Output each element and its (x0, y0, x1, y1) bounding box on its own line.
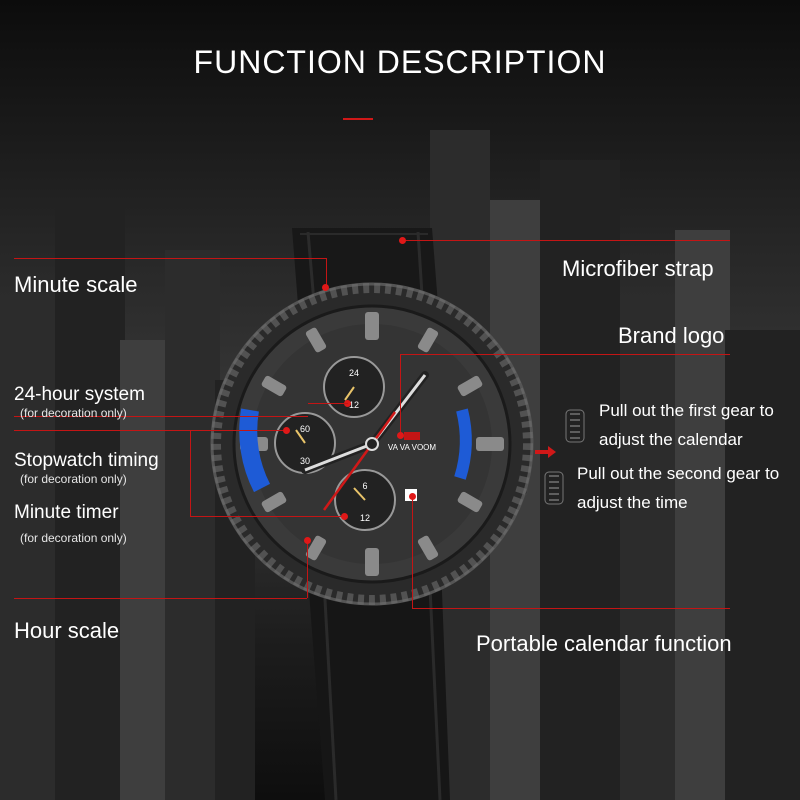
leader-brand-logo-dot (397, 432, 404, 439)
leader-calendar-v (412, 496, 413, 608)
label-minute-timer-note: (for decoration only) (20, 531, 127, 545)
label-24hour-note: (for decoration only) (20, 406, 127, 420)
subdial-left-num-2: 30 (300, 456, 310, 466)
title-underline (343, 118, 373, 120)
label-hour-scale: Hour scale (14, 618, 120, 643)
brand-logo-text: VA VA VOOM (388, 443, 437, 452)
subdial-bottom-num-2: 12 (360, 513, 370, 523)
leader-24hour-ext (308, 403, 348, 404)
leader-minute-timer-dot (341, 513, 348, 520)
gear-first-illustration (565, 409, 585, 443)
label-stopwatch-note: (for decoration only) (20, 472, 127, 486)
blue-ring-left (239, 408, 271, 493)
label-minute-scale: Minute scale (14, 272, 138, 297)
page-title: FUNCTION DESCRIPTION (193, 44, 607, 80)
label-gear2-line2: adjust the time (577, 493, 688, 512)
leader-hour-scale-dot (304, 537, 311, 544)
subdial-bottom-num-1: 6 (362, 481, 367, 491)
leader-strap (402, 240, 730, 241)
label-microfiber-strap: Microfiber strap (562, 256, 714, 281)
leader-hour-scale-v (307, 540, 308, 598)
label-minute-timer: Minute timer (14, 502, 119, 523)
label-24hour-system: 24-hour system (14, 384, 145, 405)
leader-minute-timer (190, 516, 344, 517)
subdial-left-num-1: 60 (300, 424, 310, 434)
label-brand-logo: Brand logo (618, 323, 725, 348)
strap-bottom (305, 540, 450, 800)
leader-minute-scale-h (14, 258, 326, 259)
gear-second-illustration (544, 471, 564, 505)
subdial-top-num-1: 24 (349, 368, 359, 378)
blue-ring-right (454, 408, 472, 480)
second-hand (322, 443, 374, 511)
label-gear2-line1: Pull out the second gear to (577, 464, 780, 483)
leader-calendar-dot (409, 493, 416, 500)
leader-stopwatch (14, 430, 286, 431)
leader-stopwatch-dot (283, 427, 290, 434)
label-gear1-line2: adjust the calendar (599, 430, 743, 449)
leader-24hour (14, 416, 308, 417)
leader-minute-timer-v (190, 430, 191, 516)
leader-minute-scale-dot (322, 284, 329, 291)
subdial-top-num-2: 12 (349, 400, 359, 410)
leader-brand-logo (400, 354, 730, 355)
leader-hour-scale (14, 598, 307, 599)
label-gear1-line1: Pull out the first gear to (599, 401, 774, 420)
arrow-icon (535, 446, 556, 458)
label-stopwatch: Stopwatch timing (14, 450, 159, 471)
leader-calendar (412, 608, 730, 609)
leader-minute-scale-v (326, 258, 327, 288)
label-calendar-function: Portable calendar function (476, 631, 732, 656)
leader-strap-dot (399, 237, 406, 244)
leader-brand-logo-v (400, 354, 401, 434)
hour-markers (240, 312, 504, 576)
